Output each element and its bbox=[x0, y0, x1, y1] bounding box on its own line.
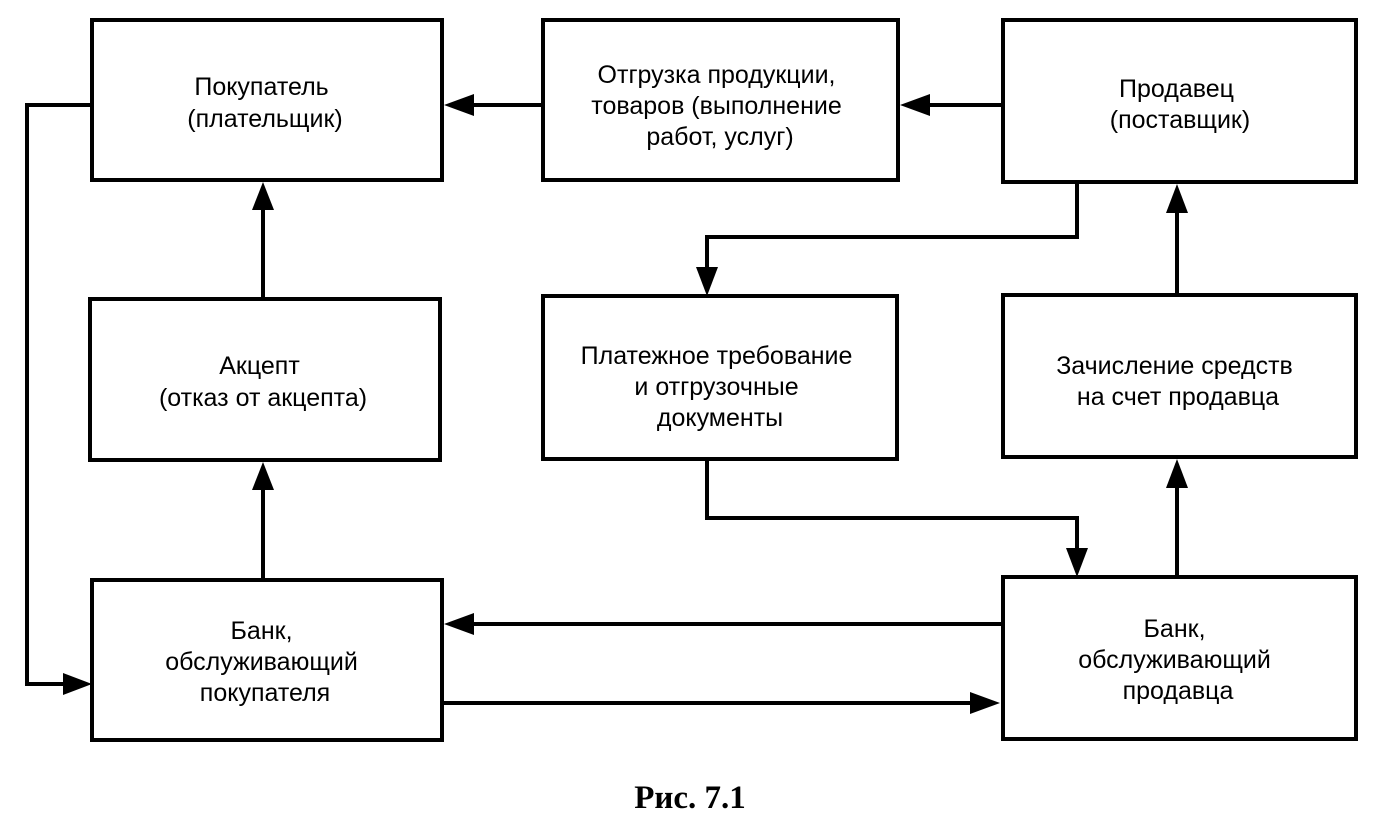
arrowhead-up-icon bbox=[1166, 184, 1188, 213]
edge-line bbox=[705, 459, 1079, 553]
arrowhead-down-icon bbox=[1066, 548, 1088, 577]
edge-crediting-to-seller bbox=[1166, 184, 1188, 295]
node-acceptance-label: Акцепт (отказ от акцепта) bbox=[159, 352, 367, 412]
edge-seller-to-shipment bbox=[900, 94, 1003, 116]
node-shipment: Отгрузка продукции, товаров (выполнение … bbox=[541, 18, 900, 182]
arrowhead-left-icon bbox=[444, 613, 474, 635]
node-payment-request-box bbox=[541, 294, 899, 461]
edge-payment-request-to-seller-bank bbox=[705, 459, 1088, 577]
arrowhead-right-icon bbox=[970, 692, 1000, 714]
node-seller-bank: Банк, обслуживающий продавца bbox=[1001, 575, 1358, 741]
arrowhead-left-icon bbox=[900, 94, 930, 116]
arrowhead-up-icon bbox=[252, 182, 274, 210]
node-buyer-bank-box bbox=[90, 578, 444, 742]
arrowhead-up-icon bbox=[1166, 459, 1188, 488]
edge-line bbox=[25, 103, 92, 686]
arrowhead-left-icon bbox=[444, 94, 474, 116]
edge-seller-bank-to-crediting bbox=[1166, 459, 1188, 577]
edge-buyer-to-buyer-bank bbox=[25, 103, 92, 695]
node-payment-request-label: Платежное требование и отгрузочные докум… bbox=[581, 342, 860, 432]
node-seller-label: Продавец (поставщик) bbox=[1110, 75, 1250, 134]
node-buyer: Покупатель (плательщик) bbox=[90, 18, 444, 182]
node-shipment-box bbox=[541, 18, 900, 182]
node-seller-box bbox=[1001, 18, 1358, 184]
arrowhead-up-icon bbox=[252, 462, 274, 490]
node-crediting-box bbox=[1001, 293, 1358, 459]
edge-shipment-to-buyer bbox=[444, 94, 543, 116]
edge-buyer-bank-to-seller-bank bbox=[442, 692, 1000, 714]
node-buyer-bank: Банк, обслуживающий покупателя bbox=[90, 578, 444, 742]
edge-acceptance-to-buyer bbox=[252, 182, 274, 299]
node-seller: Продавец (поставщик) bbox=[1001, 18, 1358, 184]
edge-seller-bank-to-buyer-bank bbox=[444, 613, 1003, 635]
node-crediting: Зачисление средств на счет продавца bbox=[1001, 293, 1358, 459]
node-buyer-label: Покупатель (плательщик) bbox=[187, 73, 342, 133]
node-seller-bank-label: Банк, обслуживающий продавца bbox=[1078, 615, 1278, 705]
node-crediting-label: Зачисление средств на счет продавца bbox=[1056, 352, 1300, 411]
figure-caption: Рис. 7.1 bbox=[634, 780, 746, 816]
node-seller-bank-box bbox=[1001, 575, 1358, 741]
node-buyer-box bbox=[90, 18, 444, 182]
edge-buyer-bank-to-acceptance bbox=[252, 462, 274, 580]
node-acceptance: Акцепт (отказ от акцепта) bbox=[88, 297, 442, 462]
node-shipment-label: Отгрузка продукции, товаров (выполнение … bbox=[591, 61, 848, 151]
edge-seller-to-payment-request bbox=[696, 182, 1079, 296]
arrowhead-down-icon bbox=[696, 267, 718, 296]
node-payment-request: Платежное требование и отгрузочные докум… bbox=[541, 294, 899, 461]
node-buyer-bank-label: Банк, обслуживающий покупателя bbox=[165, 617, 365, 707]
edge-line bbox=[705, 182, 1079, 272]
arrowhead-right-icon bbox=[63, 673, 92, 695]
